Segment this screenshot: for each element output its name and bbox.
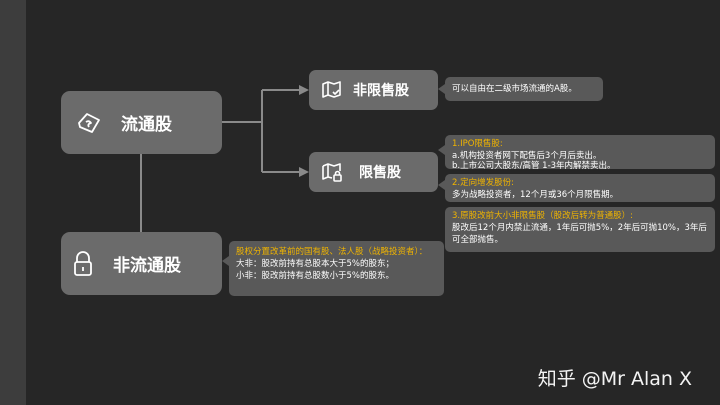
- note-pointer: [222, 256, 229, 266]
- note-line: 大非：股改前持有总股本大于5%的股东；: [236, 259, 394, 269]
- left-sidebar-strip: [0, 0, 26, 405]
- circulating-shares-box: 流通股: [61, 91, 222, 154]
- restricted-note-ipo: 1.IPO限售股: a.机构投资者网下配售后3个月后卖出。 b.上市公司大股东/…: [445, 135, 715, 171]
- note-heading: 1.IPO限售股:: [452, 139, 503, 149]
- note-pointer: [438, 180, 445, 190]
- non-circulating-shares-label: 非流通股: [113, 256, 181, 276]
- restricted-shares-box: 限售股: [309, 152, 438, 192]
- note-line: 多为战略投资者，12个月或36个月限售期。: [452, 190, 619, 200]
- note-heading: 股权分置改革前的国有股、法人股（战略投资者）：: [236, 247, 428, 257]
- non-circulating-note: 股权分置改革前的国有股、法人股（战略投资者）： 大非：股改前持有总股本大于5%的…: [229, 241, 444, 296]
- note-pointer: [438, 84, 445, 94]
- note-line: 股改后12个月内禁止流通，1年后可抛5%，2年后可抛10%，3年后可全部抛售。: [452, 223, 707, 245]
- note-heading: 2.定向增发股份:: [452, 178, 514, 188]
- note-pointer: [438, 145, 445, 155]
- ticket-icon: [69, 111, 109, 135]
- watermark: 知乎 @Mr Alan X: [537, 368, 692, 390]
- unrestricted-note: 可以自由在二级市场流通的A股。: [445, 77, 603, 101]
- note-line: 小非：股改前持有总股数小于5%的股东。: [236, 271, 394, 281]
- map-lock-icon: [319, 161, 345, 183]
- restricted-note-private-placement: 2.定向增发股份: 多为战略投资者，12个月或36个月限售期。: [445, 174, 715, 202]
- restricted-note-reform-shares: 3.原股改前大小非限售股（股改后转为普通股）: 股改后12个月内禁止流通，1年后…: [445, 207, 715, 252]
- circulating-shares-label: 流通股: [121, 115, 172, 135]
- lock-icon: [63, 250, 103, 277]
- unrestricted-shares-label: 非限售股: [353, 83, 409, 99]
- non-circulating-shares-box: 非流通股: [61, 232, 222, 295]
- unrestricted-shares-box: 非限售股: [309, 70, 438, 110]
- note-heading: 3.原股改前大小非限售股（股改后转为普通股）:: [452, 211, 633, 221]
- restricted-shares-label: 限售股: [359, 165, 401, 181]
- map-check-icon: [319, 79, 345, 101]
- unrestricted-note-text: 可以自由在二级市场流通的A股。: [452, 84, 577, 94]
- note-line: a.机构投资者网下配售后3个月后卖出。: [452, 151, 602, 161]
- note-line: b.上市公司大股东/高管 1-3年内解禁卖出。: [452, 161, 616, 171]
